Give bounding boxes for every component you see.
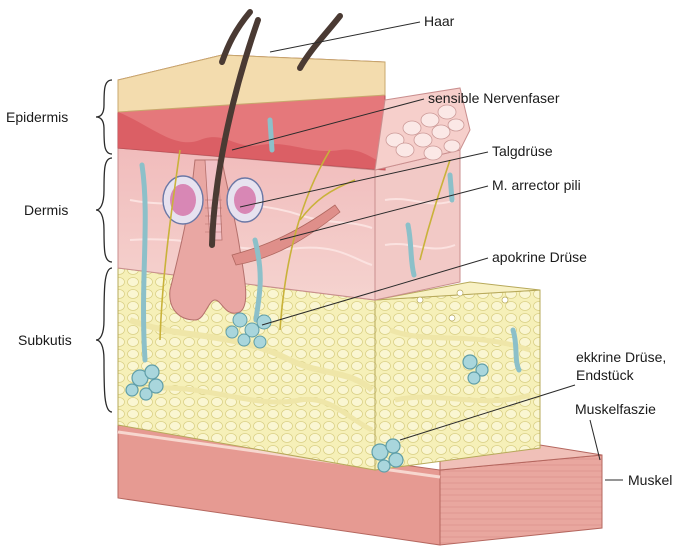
label-dermis: Dermis [24,202,68,218]
label-apokrine-druese: apokrine Drüse [492,249,587,265]
layer-braces [96,80,112,412]
label-epidermis: Epidermis [6,109,68,125]
epidermis-layer [118,55,470,170]
label-ekkrine-druese-line1: ekkrine Drüse, [576,349,666,365]
label-muskelfaszie: Muskelfaszie [575,401,656,417]
label-sensible-nervenfaser: sensible Nervenfaser [428,90,560,106]
label-ekkrine-druese-line2: Endstück [576,367,635,383]
epidermis-brace [96,80,112,154]
label-haar: Haar [424,13,455,29]
dermis-brace [96,158,112,262]
label-subkutis: Subkutis [18,332,72,348]
subkutis-brace [96,268,112,412]
label-muskel: Muskel [628,472,672,488]
label-talgdruese: Talgdrüse [492,143,553,159]
label-arrector-pili: M. arrector pili [492,177,581,193]
